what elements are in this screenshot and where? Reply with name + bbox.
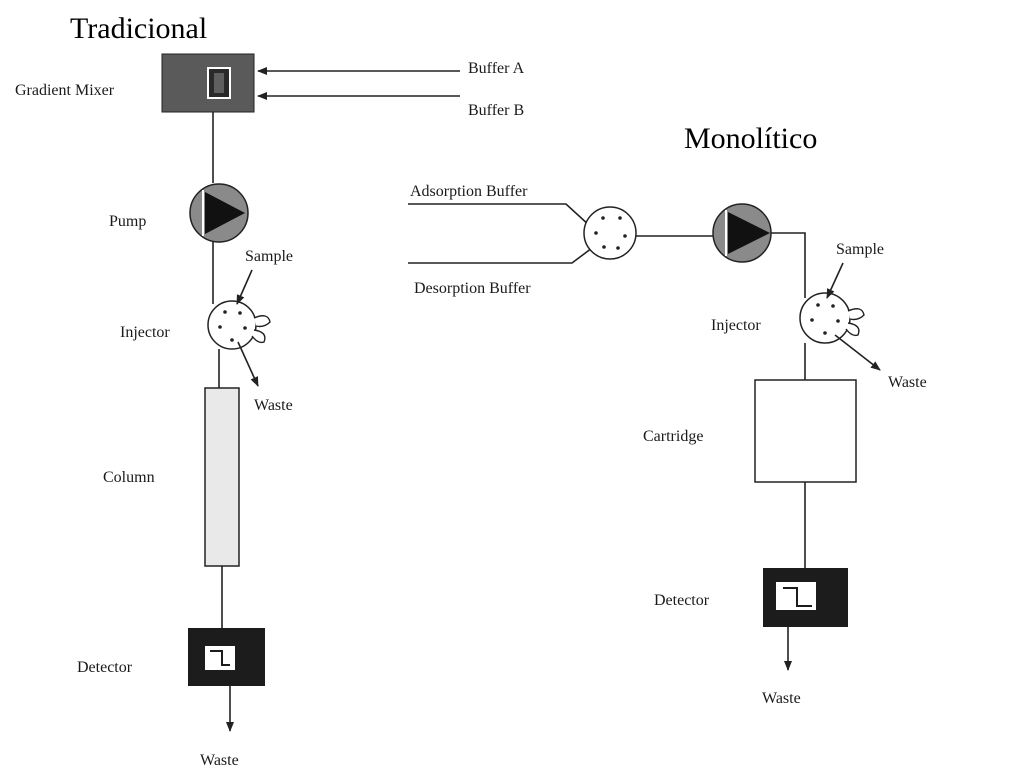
injector-label: Injector — [711, 317, 761, 334]
injector-waste-arrow — [834, 334, 881, 371]
sample-arrow — [826, 262, 844, 299]
detector-label: Detector — [654, 592, 710, 609]
injector-waste-label: Waste — [888, 374, 927, 391]
injector-valve-icon — [207, 300, 271, 350]
traditional-title: Tradicional — [70, 12, 207, 45]
desorption-buffer-label: Desorption Buffer — [414, 280, 531, 297]
selection-valve-icon — [583, 206, 637, 260]
detector-label: Detector — [77, 659, 133, 676]
injector-valve-icon — [799, 292, 865, 344]
column — [204, 387, 240, 567]
injector-waste-label: Waste — [254, 397, 293, 414]
monolithic-title: Monolítico — [684, 122, 817, 155]
cartridge-label: Cartridge — [643, 428, 703, 445]
sample-arrow — [236, 269, 253, 305]
final-waste-label: Waste — [200, 752, 239, 768]
final-waste-label: Waste — [762, 690, 801, 707]
monolithic-system: Monolítico Adsorption Buffer Desorption … — [408, 122, 927, 707]
pump-label: Pump — [109, 213, 146, 230]
detector-icon — [188, 628, 265, 686]
traditional-system: Tradicional Gradient Mixer Buffer A Buff… — [15, 12, 525, 768]
cartridge — [754, 379, 857, 483]
desorption-buffer-line — [408, 247, 593, 264]
buffer-a-label: Buffer A — [468, 60, 525, 77]
buffer-b-label: Buffer B — [468, 102, 524, 119]
gradient-mixer-label: Gradient Mixer — [15, 82, 115, 99]
injector-waste-arrow — [237, 341, 259, 387]
pump-icon — [712, 203, 772, 263]
sample-label: Sample — [245, 248, 293, 265]
column-label: Column — [103, 469, 155, 486]
sample-label: Sample — [836, 241, 884, 258]
adsorption-buffer-line — [408, 203, 591, 227]
detector-icon — [763, 568, 848, 627]
pump-icon — [189, 183, 249, 243]
injector-label: Injector — [120, 324, 170, 341]
gradient-mixer — [161, 53, 255, 113]
adsorption-buffer-label: Adsorption Buffer — [410, 183, 528, 200]
pump-injector-line — [771, 232, 806, 298]
